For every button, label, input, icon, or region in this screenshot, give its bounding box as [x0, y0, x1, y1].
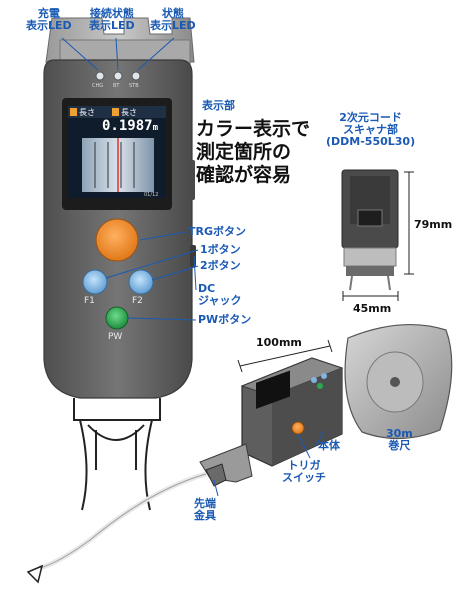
body-label: 本体: [318, 439, 340, 452]
screen-tag-icon-2: [112, 108, 119, 116]
body-dimension-100: [237, 339, 333, 373]
scanner-unit: [341, 169, 399, 291]
f1-button-label: F1: [84, 296, 95, 306]
scanner-dimensions: [342, 171, 414, 301]
tape-label: 30m 巻尺: [386, 427, 413, 452]
body-width-dim: 100mm: [256, 336, 302, 349]
charge-led-icon: [95, 71, 105, 81]
led-caption-chg: CHG: [92, 83, 104, 89]
screen-reading: 0.1987m: [102, 118, 158, 134]
belt-clip: [73, 398, 161, 511]
scanner-width-dim: 45mm: [353, 302, 392, 315]
button1-label: 1ボタン: [200, 243, 241, 256]
scanner-height-dim: 79mm: [414, 218, 453, 231]
leader-lines: [61, 37, 325, 497]
led-caption-stb: STB: [129, 83, 139, 89]
screen-footer: 01/12: [144, 192, 159, 198]
scanner-title: 2次元コード スキャナ部 (DDM-550L30): [326, 111, 416, 148]
pw-button[interactable]: [105, 306, 129, 330]
screen-reading-unit: m: [152, 123, 158, 133]
screen-reading-value: 0.1987: [102, 118, 153, 134]
trg-button[interactable]: [95, 218, 139, 262]
f2-button-label: F2: [132, 296, 143, 306]
tape-reel: [344, 323, 453, 440]
connect-led-label: 接続状態 表示LED: [89, 7, 135, 32]
pw-button-label-callout: PWボタン: [198, 313, 252, 326]
screen-tag-2: 長さ: [121, 108, 137, 117]
trigger-switch-label: トリガ スイッチ: [282, 459, 326, 484]
led-caption-bt: BT: [113, 83, 120, 89]
tape-end-hook: [26, 564, 44, 584]
measuring-tape: [39, 471, 207, 571]
screen-tape-marks: [94, 142, 135, 188]
status-led-label: 状態 表示LED: [150, 7, 196, 32]
tip-fitting: [199, 443, 253, 487]
status-led-icon: [131, 71, 141, 81]
top-leds: [95, 71, 141, 81]
connect-led-icon: [113, 71, 123, 81]
button2-label: 2ボタン: [200, 259, 241, 272]
screen-tag-1: 長さ: [79, 108, 95, 117]
screen-tag-icon-1: [70, 108, 77, 116]
tip-fitting-label: 先端 金具: [194, 497, 216, 522]
trg-button-label: TRGボタン: [188, 225, 247, 238]
charge-led-label: 充電 表示LED: [26, 7, 72, 32]
f2-button[interactable]: [128, 269, 154, 295]
trigger-switch-icon: [291, 421, 305, 435]
dc-jack-label: DC ジャック: [198, 282, 242, 307]
feature-headline: カラー表示で 測定箇所の 確認が容易: [196, 118, 311, 186]
display-section-label: 表示部: [202, 99, 235, 112]
pw-button-label: PW: [108, 332, 123, 342]
connected-device-body: [240, 357, 344, 467]
dc-jack-port: [190, 245, 196, 267]
f1-button[interactable]: [82, 269, 108, 295]
